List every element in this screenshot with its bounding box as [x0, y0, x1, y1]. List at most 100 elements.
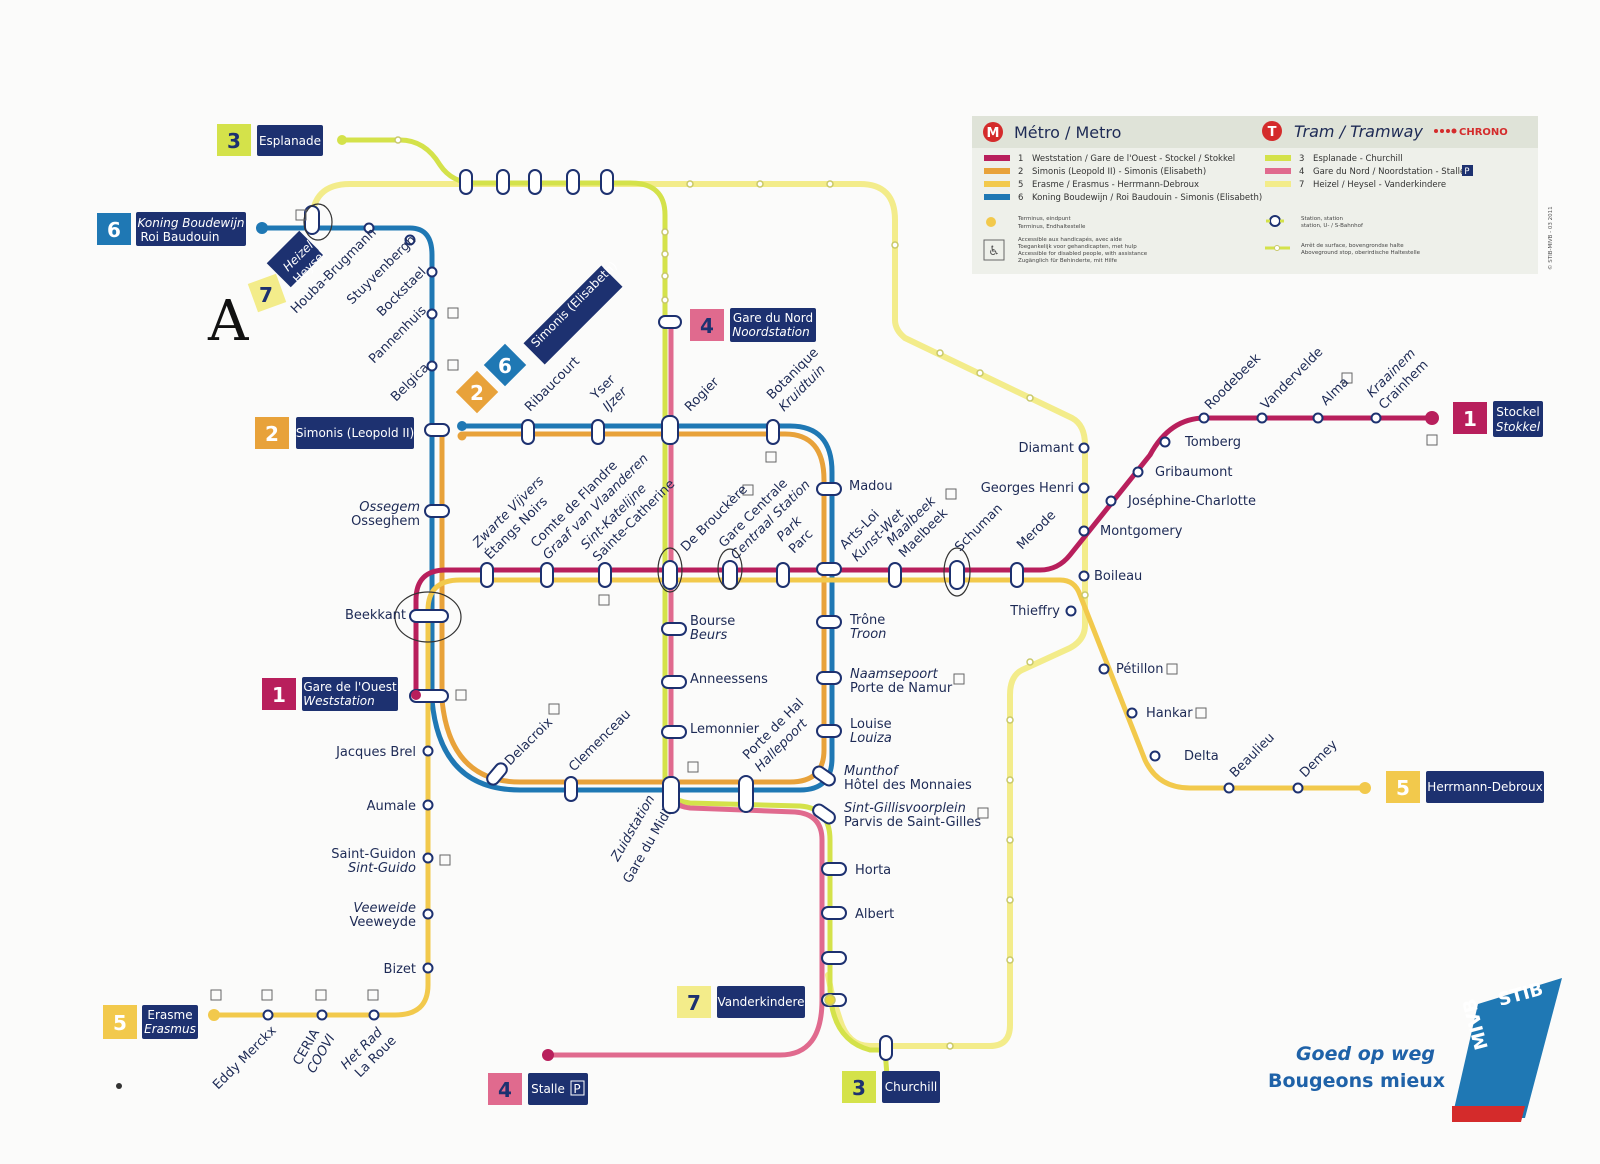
legend-line-2: Simonis (Leopold II) - Simonis (Elisabet… [1032, 167, 1206, 177]
svg-text:Roi Baudouin: Roi Baudouin [141, 230, 220, 244]
station-parvis-de-saint-gilles: Parvis de Saint-Gilles [844, 815, 981, 830]
station-veeweyde: Veeweyde [350, 915, 416, 930]
station-petillon: Pétillon [1116, 662, 1164, 677]
station-montgomery: Montgomery [1100, 524, 1183, 539]
legend-line-5: Erasme / Erasmus - Herrmann-Debroux [1032, 180, 1199, 190]
svg-text:Accessible aux handicapés, ave: Accessible aux handicapés, avec aide [1018, 236, 1123, 243]
legend-tram-3: Esplanade - Churchill [1313, 154, 1403, 164]
station-vandervelde: Vandervelde [1258, 345, 1326, 413]
tram-icon [1262, 121, 1282, 141]
svg-text:5: 5 [1018, 180, 1023, 190]
station-horta: Horta [855, 863, 891, 878]
station-osseghem: Osseghem [351, 514, 420, 529]
station-roodebeek: Roodebeek [1202, 351, 1264, 413]
terminus-gare-de-louest: 1 Gare de l'Ouest Weststation [262, 677, 398, 711]
station-delacroix: Delacroix [502, 715, 556, 769]
station-boileau: Boileau [1094, 569, 1142, 584]
svg-text:Station, station: Station, station [1301, 216, 1343, 222]
svg-text:4: 4 [700, 314, 714, 338]
legend-tram-4: Gare du Nord / Noordstation - Stalle [1313, 167, 1465, 177]
stib-logo [1452, 978, 1562, 1118]
station-madou: Madou [849, 479, 893, 494]
svg-text:4: 4 [1299, 167, 1304, 177]
station-diamant: Diamant [1018, 441, 1074, 456]
svg-text:Simonis (Elisabeth): Simonis (Elisabeth) [528, 259, 620, 351]
terminus-simonis-leopold: 2 Simonis (Leopold II) [255, 417, 414, 449]
svg-text:7: 7 [259, 283, 273, 307]
station-hankar: Hankar [1146, 706, 1193, 721]
station-louiza: Louiza [850, 731, 892, 746]
svg-text:3: 3 [227, 129, 241, 153]
svg-text:Erasme: Erasme [147, 1008, 192, 1022]
station-jacques-brel: Jacques Brel [335, 745, 416, 760]
station-troon: Troon [850, 627, 886, 642]
svg-text:1: 1 [1018, 154, 1023, 164]
station-demey: Demey [1297, 737, 1341, 781]
terminus-erasme: 5 Erasme Erasmus [103, 1005, 198, 1039]
station-albert: Albert [855, 907, 894, 922]
terminus-heysel: 7 Heizel Heysel [247, 230, 329, 313]
terminus-dot-esplanade [337, 135, 347, 145]
svg-text:Terminus, Endhaltestelle: Terminus, Endhaltestelle [1017, 224, 1086, 230]
legend-version: © STIB-MIVB - 03 2011 [1547, 206, 1554, 270]
svg-text:2: 2 [265, 422, 279, 446]
terminus-churchill: 3 Churchill [842, 1071, 940, 1103]
terminus-herrmann-debroux: 5 Herrmann-Debroux [1386, 771, 1544, 803]
svg-text:Arrêt de surface, bovengrondse: Arrêt de surface, bovengrondse halte [1301, 242, 1404, 249]
svg-text:Stockel: Stockel [1496, 405, 1540, 419]
station-veeweide: Veeweide [353, 901, 416, 916]
svg-text:2: 2 [470, 381, 484, 405]
terminus-vanderkindere: 7 Vanderkindere [677, 986, 805, 1018]
station-louise: Louise [850, 717, 892, 732]
terminus-koning-boudewijn: 6 Koning Boudewijn Roi Baudouin [97, 212, 246, 246]
svg-text:6: 6 [107, 218, 121, 242]
wheelchair-icon [983, 239, 1005, 261]
station-gribaumont: Gribaumont [1155, 465, 1232, 480]
svg-text:Stalle: Stalle [531, 1082, 565, 1096]
svg-text:5: 5 [1396, 776, 1410, 800]
terminus-stockel: 1 Stockel Stokkel [1453, 401, 1543, 437]
svg-text:6: 6 [1018, 193, 1023, 203]
svg-text:station, U- / S-Bahnhof: station, U- / S-Bahnhof [1301, 223, 1364, 229]
svg-text:Weststation: Weststation [303, 694, 375, 708]
station-hotel-des-monnaies: Hôtel des Monnaies [844, 778, 972, 793]
station-merode: Merode [1014, 508, 1059, 553]
station-bourse: Bourse [690, 614, 735, 629]
svg-text:Terminus, eindpunt: Terminus, eindpunt [1017, 216, 1072, 222]
svg-text:Erasmus: Erasmus [144, 1022, 196, 1036]
svg-text:2: 2 [1018, 167, 1023, 177]
handwritten-annotation: A [207, 289, 249, 354]
accessibility-icons [210, 209, 1438, 1001]
station-naamsepoort: Naamsepoort [850, 667, 939, 682]
station-beaulieu: Beaulieu [1227, 730, 1278, 781]
station-josephine-charlotte: Joséphine-Charlotte [1127, 494, 1256, 509]
station-tomberg: Tomberg [1184, 435, 1241, 450]
svg-text:4: 4 [498, 1078, 512, 1102]
terminus-esplanade: 3 Esplanade [217, 124, 323, 156]
svg-text:M: M [987, 126, 1000, 141]
legend-line-1: Weststation / Gare de l'Ouest - Stockel … [1032, 154, 1235, 164]
svg-text:♿: ♿ [988, 244, 1000, 259]
station-clemenceau: Clemenceau [566, 707, 634, 775]
station-beekkant: Beekkant [345, 608, 406, 623]
station-beurs: Beurs [690, 628, 728, 643]
station-graaf-van-vlaanderen: Graaf van Vlaanderen [540, 451, 651, 562]
station-saint-guidon: Saint-Guidon [331, 847, 416, 862]
terminus-stalle: 4 Stalle P [488, 1073, 588, 1105]
svg-text:Herrmann-Debroux: Herrmann-Debroux [1427, 780, 1542, 794]
terminus-gare-du-nord: 4 Gare du Nord Noordstation [690, 308, 816, 342]
legend-tram-7: Heizel / Heysel - Vanderkindere [1313, 180, 1446, 190]
slogan-nl: Goed op weg [1296, 1043, 1435, 1065]
station-bizet: Bizet [384, 962, 416, 977]
svg-text:6: 6 [498, 354, 512, 378]
svg-text:Vanderkindere: Vanderkindere [717, 995, 804, 1009]
svg-text:Gare du Nord: Gare du Nord [733, 311, 813, 325]
svg-text:7: 7 [1299, 180, 1304, 190]
station-trone: Trône [849, 613, 885, 628]
svg-text:Koning Boudewijn: Koning Boudewijn [137, 216, 244, 230]
terminus-dot-koning [256, 222, 268, 234]
station-lemonnier: Lemonnier [690, 722, 760, 737]
station-anneessens: Anneessens [690, 672, 768, 687]
